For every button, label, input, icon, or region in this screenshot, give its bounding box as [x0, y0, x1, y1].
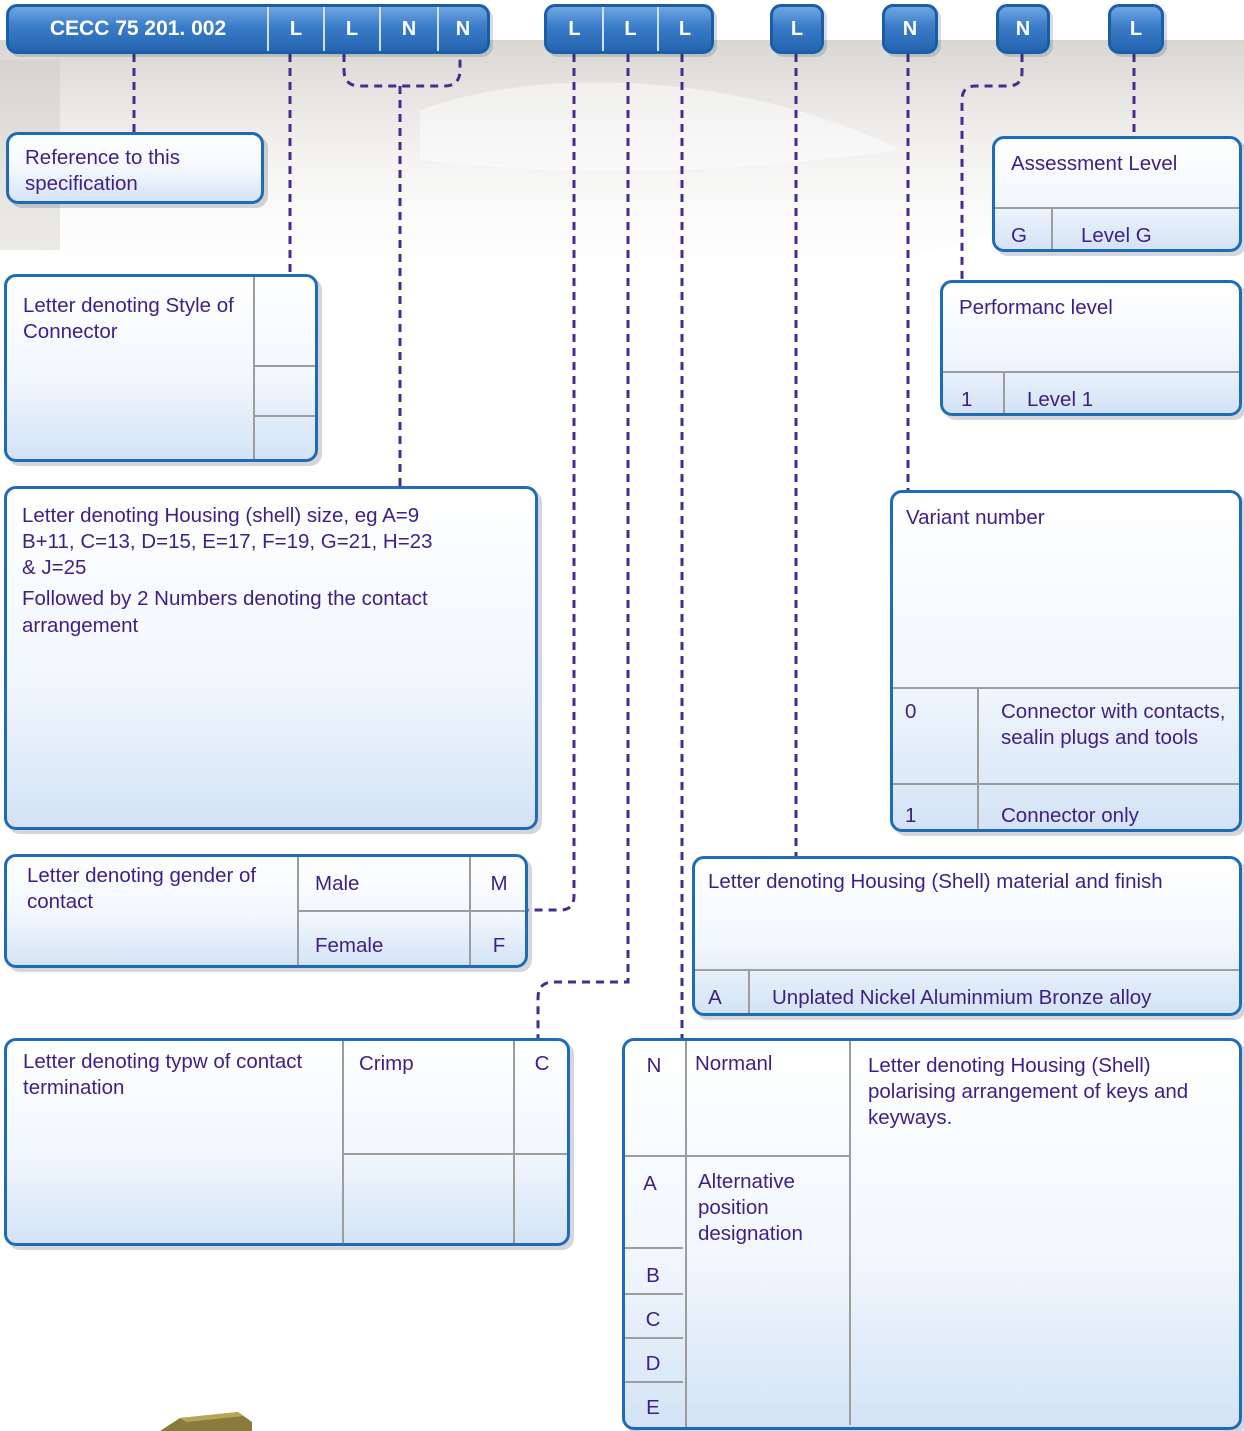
assessment-label: Assessment Level — [1011, 152, 1178, 175]
housing-size-line: Letter denoting Housing (shell) size, eg… — [22, 504, 420, 527]
polarising-code-c: C — [645, 1308, 661, 1331]
polarising-label: Letter denoting Housing (Shell) polarisi… — [868, 1054, 1189, 1129]
performance-label: Performanc level — [959, 296, 1113, 319]
code-single: N — [882, 4, 938, 54]
style-label: Letter denoting Style of Connector — [23, 294, 234, 343]
polarising-code-b: B — [646, 1264, 660, 1287]
polarising-code-d: D — [645, 1352, 661, 1375]
assessment-box: Assessment Level G Level G — [992, 136, 1242, 252]
reference-box: Reference to this specification — [6, 132, 264, 204]
material-text: Unplated Nickel Aluminmium Bronze alloy — [772, 986, 1152, 1009]
variant-code-1: 1 — [905, 804, 917, 827]
style-box: Letter denoting Style of Connector — [4, 274, 318, 462]
gender-label: Letter denoting gender of contact — [27, 864, 257, 913]
termination-crimp-code: C — [534, 1052, 550, 1075]
housing-size-line: arrangement — [22, 614, 139, 637]
code-letter: L — [790, 17, 804, 40]
gender-box: Letter denoting gender of contact Male M… — [4, 854, 528, 968]
code-group-second: L L L — [544, 4, 714, 54]
housing-size-line: B+11, C=13, D=15, E=17, F=19, G=21, H=23 — [22, 530, 433, 553]
code-letter: L — [602, 7, 657, 51]
housing-size-line: Followed by 2 Numbers denoting the conta… — [22, 587, 428, 610]
code-single: N — [996, 4, 1050, 54]
code-letter: N — [1015, 17, 1031, 40]
gender-female-code: F — [492, 934, 506, 957]
gender-male-code: M — [490, 872, 508, 895]
variant-text-1: Connector only — [1001, 804, 1139, 827]
code-letter: L — [267, 7, 323, 51]
polarising-alt-label: Alternative position designation — [698, 1170, 803, 1245]
variant-code-0: 0 — [905, 700, 917, 723]
performance-text: Level 1 — [1027, 388, 1094, 411]
code-letter: N — [902, 17, 918, 40]
variant-text-0: Connector with contacts, sealin plugs an… — [1001, 700, 1226, 749]
code-letter: N — [379, 7, 437, 51]
termination-label: Letter denoting typw of contact terminat… — [23, 1050, 303, 1099]
polarising-box: N Normanl A B C D E Alternative position… — [622, 1038, 1242, 1430]
performance-code: 1 — [961, 388, 973, 411]
housing-size-box: Letter denoting Housing (shell) size, eg… — [4, 486, 538, 830]
code-single: L — [770, 4, 824, 54]
code-letter: L — [568, 17, 581, 40]
gender-female: Female — [315, 934, 384, 957]
variant-label: Variant number — [906, 506, 1045, 529]
code-single: L — [1108, 4, 1164, 54]
code-letter: L — [1129, 17, 1143, 40]
performance-box: Performanc level 1 Level 1 — [940, 280, 1242, 416]
code-letter: L — [323, 7, 379, 51]
code-letter: N — [437, 7, 487, 51]
material-code: A — [708, 986, 722, 1009]
polarising-normal-label: Normanl — [695, 1052, 773, 1075]
polarising-code-a: A — [643, 1172, 657, 1195]
gender-male: Male — [315, 872, 360, 895]
polarising-normal-code: N — [646, 1054, 662, 1077]
variant-box: Variant number 0 Connector with contacts… — [890, 490, 1242, 832]
reference-text: Reference to this specification — [25, 146, 180, 195]
housing-size-line: & J=25 — [22, 556, 87, 579]
material-box: Letter denoting Housing (Shell) material… — [692, 856, 1242, 1016]
polarising-code-e: E — [646, 1396, 660, 1419]
assessment-code: G — [1011, 224, 1027, 247]
material-label: Letter denoting Housing (Shell) material… — [708, 870, 1163, 893]
termination-box: Letter denoting typw of contact terminat… — [4, 1038, 570, 1246]
code-reference: CECC 75 201. 002 — [49, 17, 227, 40]
connector-image — [160, 1412, 252, 1431]
assessment-text: Level G — [1081, 224, 1152, 247]
code-group-main: CECC 75 201. 002 L L N N — [6, 4, 490, 54]
code-letter: L — [657, 7, 711, 51]
termination-crimp: Crimp — [359, 1052, 414, 1075]
